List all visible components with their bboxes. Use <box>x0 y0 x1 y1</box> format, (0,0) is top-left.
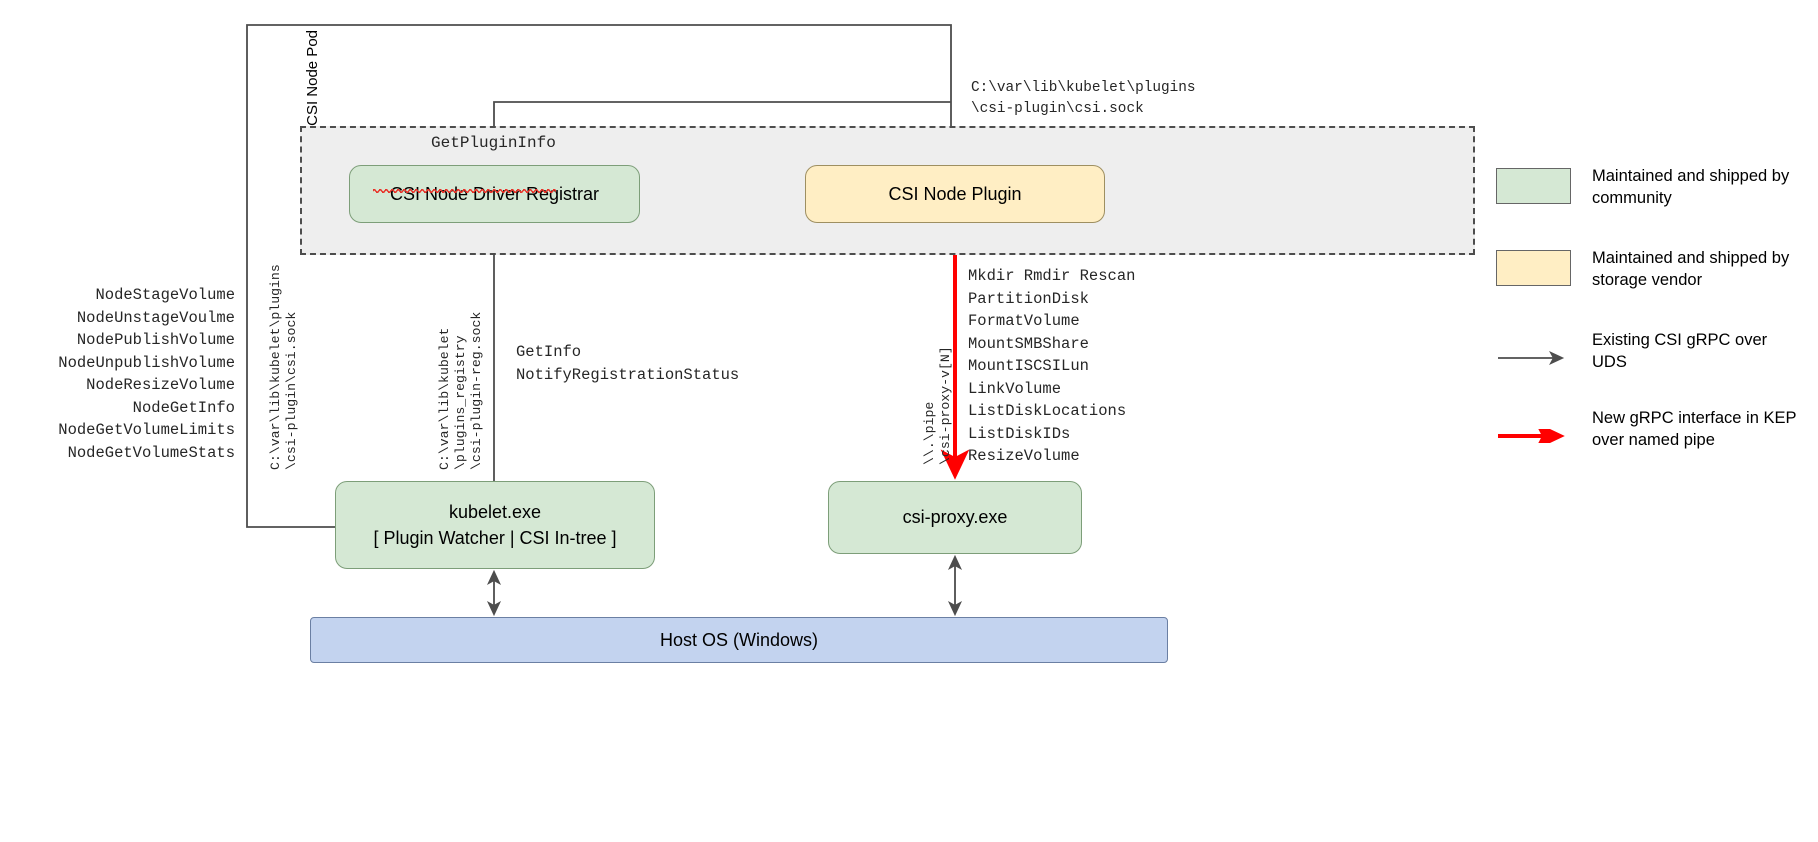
list-csi-node-rpcs: NodeStageVolume NodeUnstageVoulme NodePu… <box>58 286 235 462</box>
label-csi-plugin-sock-path: C:\var\lib\kubelet\plugins \csi-plugin\c… <box>268 264 299 470</box>
gray-arrow-icon <box>1498 351 1565 365</box>
legend-arrow-cell <box>1496 407 1592 443</box>
node-kubelet-exe-label: kubelet.exe <box>448 501 542 522</box>
node-kubelet-exe-sublabel: [ Plugin Watcher | CSI In-tree ] <box>373 528 617 548</box>
legend-item-community: Maintained and shipped by community <box>1496 165 1806 209</box>
label-plugins-csi-sock-path: C:\var\lib\kubelet\plugins \csi-plugin\c… <box>971 80 1196 117</box>
node-host-os-label: Host OS (Windows) <box>659 629 819 650</box>
legend-swatch-cell <box>1496 247 1592 286</box>
legend-item-new-grpc: New gRPC interface in KEP over named pip… <box>1496 407 1806 451</box>
legend-item-community-label: Maintained and shipped by community <box>1592 167 1790 207</box>
legend-item-storage-vendor-label: Maintained and shipped by storage vendor <box>1592 249 1790 289</box>
legend-swatch-green-icon <box>1496 168 1571 204</box>
label-csi-proxy-named-pipe-path: \\.\pipe \csi-proxy-v[N] <box>922 346 953 465</box>
node-csi-proxy-exe[interactable]: csi-proxy.exe <box>828 481 1082 554</box>
red-arrow-icon <box>1498 429 1565 443</box>
spellcheck-squiggle-underline <box>373 189 556 193</box>
legend-swatch-cell <box>1496 165 1592 204</box>
node-kubelet-exe[interactable]: kubelet.exe [ Plugin Watcher | CSI In-tr… <box>335 481 655 569</box>
csi-node-pod-label: CSI Node Pod <box>304 30 321 126</box>
wire-kubelet-to-node-plugin <box>246 24 959 528</box>
node-csi-node-plugin[interactable]: CSI Node Plugin <box>805 165 1105 223</box>
legend-item-new-grpc-label: New gRPC interface in KEP over named pip… <box>1592 409 1797 449</box>
node-csi-node-driver-registrar-label: CSI Node Driver Registrar <box>389 183 600 204</box>
label-get-plugin-info-text: GetPluginInfo <box>431 134 556 152</box>
legend-arrow-cell <box>1496 329 1592 365</box>
node-csi-proxy-exe-label: csi-proxy.exe <box>902 507 1008 528</box>
legend-swatch-yellow-icon <box>1496 250 1571 286</box>
list-registration-rpcs: GetInfo NotifyRegistrationStatus <box>516 343 740 384</box>
node-csi-node-plugin-label: CSI Node Plugin <box>888 183 1022 204</box>
legend-item-storage-vendor: Maintained and shipped by storage vendor <box>1496 247 1806 291</box>
node-host-os[interactable]: Host OS (Windows) <box>310 617 1168 663</box>
legend: Maintained and shipped by community Main… <box>1496 165 1806 485</box>
node-csi-node-driver-registrar[interactable]: CSI Node Driver Registrar <box>349 165 640 223</box>
legend-item-existing-grpc: Existing CSI gRPC over UDS <box>1496 329 1806 373</box>
legend-item-existing-grpc-label: Existing CSI gRPC over UDS <box>1592 331 1768 371</box>
label-csi-plugin-registration-sock-path: C:\var\lib\kubelet \plugins_registry \cs… <box>437 311 484 470</box>
label-get-plugin-info: GetPluginInfo <box>335 98 556 206</box>
list-csi-proxy-apis: Mkdir Rmdir Rescan PartitionDisk FormatV… <box>968 267 1136 465</box>
